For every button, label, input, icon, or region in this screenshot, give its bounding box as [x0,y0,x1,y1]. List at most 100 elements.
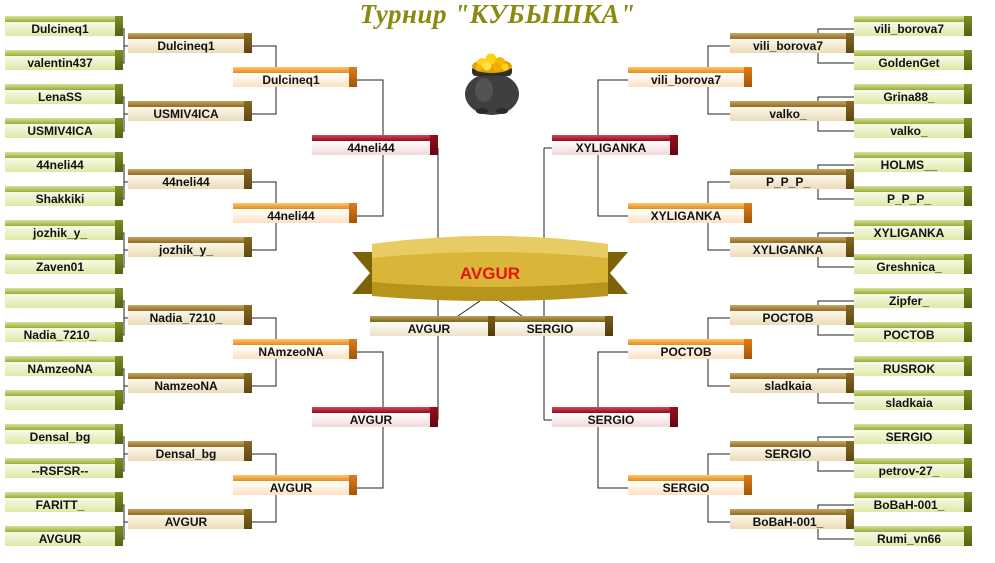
player-name: vili_borova7 [730,39,846,53]
player-name: LenaSS [5,90,115,104]
player-box-right-r1: Zipfer_ [854,288,972,308]
player-name: P_P_P_ [854,192,964,206]
player-name: Nadia_7210_ [5,328,115,342]
player-name: FARITT_ [5,498,115,512]
player-name: POCTOB [628,345,744,359]
player-box-left-r1: AVGUR [5,526,123,546]
player-box-right-r1: Greshnica_ [854,254,972,274]
player-box-left-r2: Dulcineq1 [128,33,252,53]
player-box-left-r1: valentin437 [5,50,123,70]
player-box-left-r1: Dulcineq1 [5,16,123,36]
player-box-right-r1: vili_borova7 [854,16,972,36]
player-box-left-r1: Nadia_7210_ [5,322,123,342]
player-name: vili_borova7 [628,73,744,87]
player-name: BoBaH-001_ [730,515,846,529]
player-name: Dulcineq1 [128,39,244,53]
player-name: Zaven01 [5,260,115,274]
player-name: --RSFSR-- [5,464,115,478]
player-name: POCTOB [730,311,846,325]
player-name: USMIV4ICA [128,107,244,121]
player-box-left-r3: Dulcineq1 [233,67,357,87]
player-name: 44neli44 [312,141,430,155]
player-name: 44neli44 [5,158,115,172]
player-box-right-r2: SERGIO [730,441,854,461]
player-box-left-r3: NAmzeoNA [233,339,357,359]
player-box-left-r1: USMIV4ICA [5,118,123,138]
player-box-right-r2: sladkaia [730,373,854,393]
player-name: POCTOB [854,328,964,342]
player-name: Greshnica_ [854,260,964,274]
player-box-right-r4: XYLIGANKA [552,135,678,155]
player-name: valko_ [854,124,964,138]
player-name: sladkaia [730,379,846,393]
player-box-left-r2: Nadia_7210_ [128,305,252,325]
player-name: SERGIO [854,430,964,444]
player-box-left-r4: 44neli44 [312,135,438,155]
player-box-right-r4: SERGIO [552,407,678,427]
player-box-left-r1: 44neli44 [5,152,123,172]
player-box-right-r1: petrov-27_ [854,458,972,478]
player-name: 44neli44 [233,209,349,223]
player-name: AVGUR [5,532,115,546]
player-box-right-r2: vili_borova7 [730,33,854,53]
player-box-left-r1: --RSFSR-- [5,458,123,478]
player-box-right-r1: BoBaH-001_ [854,492,972,512]
player-box-left-r1: jozhik_y_ [5,220,123,240]
player-name: XYLIGANKA [730,243,846,257]
player-name: XYLIGANKA [628,209,744,223]
page-title: Турнир "КУБЫШКА" [359,0,636,29]
player-box-left-r1: LenaSS [5,84,123,104]
player-name: Rumi_vn66 [854,532,964,546]
player-name: valko_ [730,107,846,121]
player-box-left-r2: AVGUR [128,509,252,529]
player-box-right-r3: vili_borova7 [628,67,752,87]
player-name: 44neli44 [128,175,244,189]
player-box-right-r1: Grina88_ [854,84,972,104]
player-box-left-r1: NAmzeoNA [5,356,123,376]
player-name: AVGUR [312,413,430,427]
player-name: RUSROK [854,362,964,376]
player-name: SERGIO [730,447,846,461]
player-box-right-r1: RUSROK [854,356,972,376]
champion-name: AVGUR [459,264,521,283]
player-name: USMIV4ICA [5,124,115,138]
player-name: Dulcineq1 [233,73,349,87]
player-name: Dulcineq1 [5,22,115,36]
player-box-right-r1: valko_ [854,118,972,138]
player-name: GoldenGet [854,56,964,70]
player-box-left-r2: NamzeoNA [128,373,252,393]
player-box-right-r1: SERGIO [854,424,972,444]
player-box-right-r1: sladkaia [854,390,972,410]
player-box-right-r2: XYLIGANKA [730,237,854,257]
player-box-left-r2: USMIV4ICA [128,101,252,121]
semifinal-box-right: SERGIO [495,316,613,336]
player-name [5,294,115,308]
player-name: AVGUR [233,481,349,495]
player-box-left-r2: jozhik_y_ [128,237,252,257]
player-name: petrov-27_ [854,464,964,478]
player-name: SERGIO [495,322,605,336]
player-box-right-r3: SERGIO [628,475,752,495]
player-name: NAmzeoNA [5,362,115,376]
player-box-left-r1: FARITT_ [5,492,123,512]
player-name: Densal_bg [128,447,244,461]
player-box-left-r1: Shakkiki [5,186,123,206]
player-box-right-r2: BoBaH-001_ [730,509,854,529]
player-box-left-r1 [5,288,123,308]
player-box-left-r2: 44neli44 [128,169,252,189]
player-box-left-r3: 44neli44 [233,203,357,223]
player-name: Zipfer_ [854,294,964,308]
player-box-left-r4: AVGUR [312,407,438,427]
player-box-right-r1: POCTOB [854,322,972,342]
player-box-right-r3: XYLIGANKA [628,203,752,223]
player-name: Grina88_ [854,90,964,104]
player-box-right-r1: HOLMS__ [854,152,972,172]
player-box-right-r1: XYLIGANKA [854,220,972,240]
player-name: sladkaia [854,396,964,410]
player-box-left-r3: AVGUR [233,475,357,495]
player-box-left-r2: Densal_bg [128,441,252,461]
player-name: Densal_bg [5,430,115,444]
player-name: P_P_P_ [730,175,846,189]
player-name: SERGIO [628,481,744,495]
